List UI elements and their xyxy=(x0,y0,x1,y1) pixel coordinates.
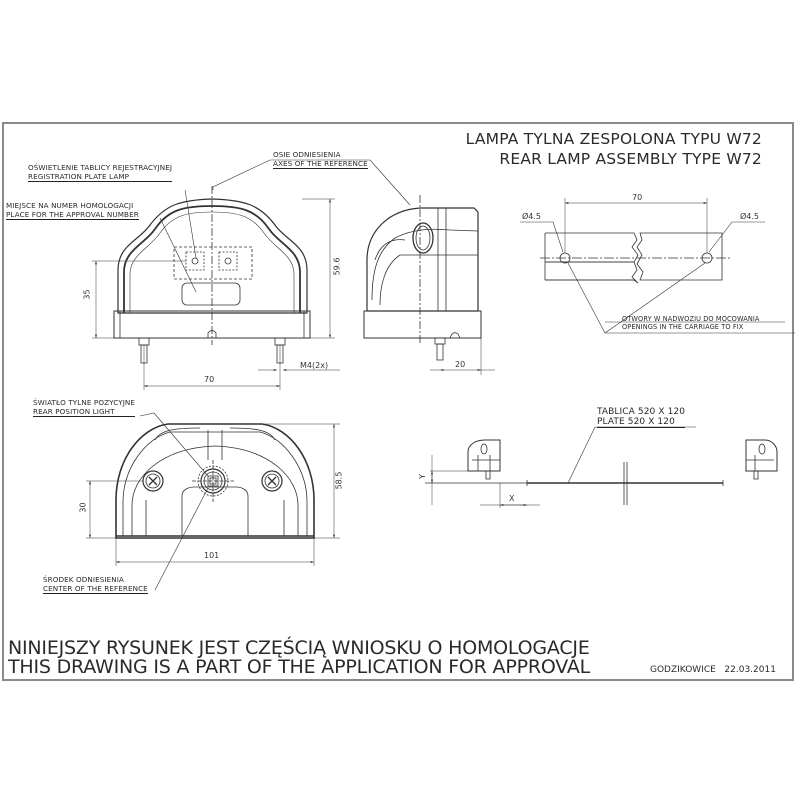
dim-rear-height: 58.5 xyxy=(334,471,344,490)
dim-rear-ref-height: 30 xyxy=(78,502,88,513)
dim-offset-x: X xyxy=(509,494,515,503)
dim-front-pin-spacing: 70 xyxy=(204,375,215,384)
label-center-reference: ŚRODEK ODNIESIENIA CENTER OF THE REFEREN… xyxy=(43,575,148,594)
footer-note-polish: NINIEJSZY RYSUNEK JEST CZĘŚCIĄ WNIOSKU O… xyxy=(8,637,590,659)
label-plate-lamp-en: REGISTRATION PLATE LAMP xyxy=(28,172,173,182)
footer-note-english: THIS DRAWING IS A PART OF THE APPLICATIO… xyxy=(8,656,591,678)
dim-hole-spacing: 70 xyxy=(632,193,643,202)
dim-hole-left: Ø4.5 xyxy=(522,212,542,221)
mounting-holes-view xyxy=(520,198,795,334)
rear-view xyxy=(86,412,340,591)
label-approval-place: MIEJSCE NA NUMER HOMOLOGACJI PLACE FOR T… xyxy=(6,201,139,220)
title-english: REAR LAMP ASSEMBLY TYPE W72 xyxy=(499,150,762,168)
label-openings-en: OPENINGS IN THE CARRIAGE TO FIX xyxy=(622,323,744,331)
label-plate-en: PLATE 520 X 120 xyxy=(597,417,686,428)
label-approval-place-en: PLACE FOR THE APPROVAL NUMBER xyxy=(6,210,139,220)
dim-front-ref-height: 35 xyxy=(82,289,92,300)
label-plate-lamp: OŚWIETLENIE TABLICY REJESTRACYJNEJ REGIS… xyxy=(28,163,173,182)
title-polish: LAMPA TYLNA ZESPOLONA TYPU W72 xyxy=(465,130,762,148)
dim-front-height: 59.6 xyxy=(332,257,342,276)
label-rear-light-pl: ŚWIATŁO TYLNE POZYCYJNE xyxy=(33,398,136,407)
label-approval-place-pl: MIEJSCE NA NUMER HOMOLOGACJI xyxy=(6,201,134,210)
label-openings: OTWORY W NADWOZIU DO MOCOWANIA OPENINGS … xyxy=(622,315,760,331)
dim-offset-y: Y xyxy=(417,474,427,479)
label-plate-lamp-pl: OŚWIETLENIE TABLICY REJESTRACYJNEJ xyxy=(28,163,173,172)
front-view xyxy=(92,186,340,390)
dim-rear-width: 101 xyxy=(204,551,220,560)
label-plate: TABLICA 520 X 120 PLATE 520 X 120 xyxy=(597,407,686,428)
label-axes-pl: OSIE ODNIESIENIA xyxy=(273,150,341,159)
label-openings-pl: OTWORY W NADWOZIU DO MOCOWANIA xyxy=(622,315,760,323)
dim-side-depth: 20 xyxy=(455,360,466,369)
dim-hole-right: Ø4.5 xyxy=(740,212,760,221)
label-center-pl: ŚRODEK ODNIESIENIA xyxy=(43,575,124,584)
drawing-frame xyxy=(2,122,794,681)
label-rear-light: ŚWIATŁO TYLNE POZYCYJNE REAR POSITION LI… xyxy=(33,398,136,417)
dim-thread: M4(2x) xyxy=(300,361,329,370)
label-axes-en: AXES OF THE REFERENCE xyxy=(273,159,368,169)
label-rear-light-en: REAR POSITION LIGHT xyxy=(33,407,136,417)
label-center-en: CENTER OF THE REFERENCE xyxy=(43,584,148,594)
plate-mounting-view xyxy=(425,426,778,508)
footer-place-date: GODZIKOWICE 22.03.2011 xyxy=(650,665,776,675)
label-plate-pl: TABLICA 520 X 120 xyxy=(597,407,686,417)
side-view xyxy=(363,195,495,375)
label-axes-reference: OSIE ODNIESIENIA AXES OF THE REFERENCE xyxy=(273,150,368,169)
